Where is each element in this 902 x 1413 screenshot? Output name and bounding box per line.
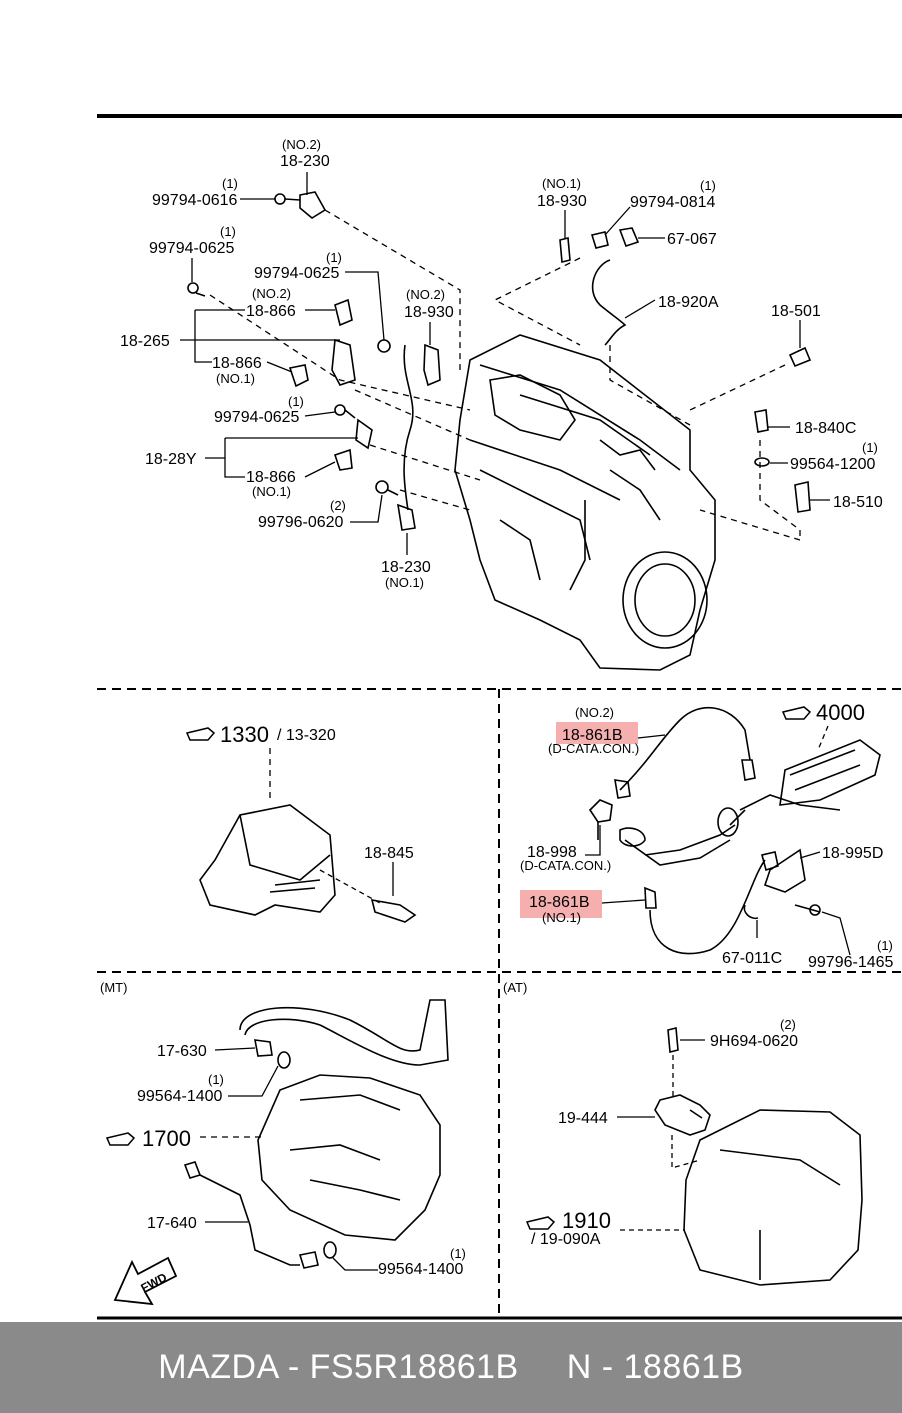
- ref-13-320: / 13-320: [277, 727, 336, 744]
- svg-text:(NO.1): (NO.1): [385, 575, 424, 590]
- label-leaders-at: [617, 1039, 705, 1118]
- svg-text:(D-CATA.CON.): (D-CATA.CON.): [548, 741, 639, 756]
- svg-text:18-230: 18-230: [381, 559, 431, 576]
- svg-text:18-510: 18-510: [833, 494, 883, 511]
- svg-text:99794-0616: 99794-0616: [152, 192, 238, 209]
- fwd-arrow-icon: [113, 1256, 178, 1306]
- svg-text:(2): (2): [780, 1017, 796, 1032]
- labels-mt: 17-630 (1) 99564-1400 17-640 (1) 99564-1…: [137, 1043, 466, 1278]
- mt-transmission-illustration: [183, 999, 449, 1269]
- footer-part-number: MAZDA - FS5R18861B: [158, 1348, 519, 1386]
- label-leaders-mid-right: [585, 734, 851, 956]
- exhaust-pipe-illustration: [624, 739, 881, 866]
- ref-1700: 1700: [142, 1126, 191, 1151]
- part-number-footer: MAZDA - FS5R18861B N - 18861B: [0, 1322, 902, 1413]
- sensor-parts-top: [187, 191, 812, 531]
- svg-text:18-930: 18-930: [404, 304, 454, 321]
- svg-text:(NO.1): (NO.1): [216, 371, 255, 386]
- svg-text:99564-1400: 99564-1400: [378, 1261, 464, 1278]
- svg-text:17-630: 17-630: [157, 1043, 207, 1060]
- svg-text:18-930: 18-930: [537, 193, 587, 210]
- svg-text:99564-1400: 99564-1400: [137, 1088, 223, 1105]
- svg-text:18-998: 18-998: [527, 844, 577, 861]
- footer-code: N - 18861B: [566, 1348, 744, 1386]
- svg-text:99796-0620: 99796-0620: [258, 514, 344, 531]
- leader-4000: [817, 725, 829, 751]
- svg-text:(1): (1): [862, 440, 878, 455]
- svg-text:18-861B: 18-861B: [562, 727, 623, 744]
- label-at: (AT): [503, 980, 527, 995]
- at-transmission-illustration: [654, 1026, 863, 1286]
- svg-text:(1): (1): [208, 1072, 224, 1087]
- svg-text:(NO.2): (NO.2): [406, 287, 445, 302]
- svg-text:9H694-0620: 9H694-0620: [710, 1033, 798, 1050]
- svg-text:(NO.1): (NO.1): [542, 910, 581, 925]
- svg-text:(D-CATA.CON.): (D-CATA.CON.): [520, 858, 611, 873]
- svg-text:18-866: 18-866: [246, 469, 296, 486]
- ref-1330: 1330: [220, 722, 269, 747]
- highlight-no1: [520, 890, 602, 918]
- svg-text:67-011C: 67-011C: [722, 950, 782, 967]
- svg-text:18-265: 18-265: [120, 333, 170, 350]
- hand-pointer-icon-4000: [781, 706, 812, 720]
- svg-text:(1): (1): [877, 938, 893, 953]
- svg-text:99794-0625: 99794-0625: [149, 240, 235, 257]
- leader-18-845: [319, 869, 381, 904]
- parts-diagram: (NO.2) 18-230 (1) 99794-0616 (1) 99794-0…: [97, 114, 902, 1320]
- svg-text:17-640: 17-640: [147, 1215, 197, 1232]
- svg-text:18-501: 18-501: [771, 303, 821, 320]
- svg-text:(1): (1): [700, 178, 716, 193]
- svg-text:18-840C: 18-840C: [795, 420, 856, 437]
- svg-text:99794-0625: 99794-0625: [254, 265, 340, 282]
- svg-text:18-861B: 18-861B: [529, 894, 590, 911]
- label-leaders-mt: [205, 1047, 378, 1271]
- hand-pointer-icon-1910: [525, 1216, 556, 1230]
- svg-text:67-067: 67-067: [667, 231, 717, 248]
- ref-4000: 4000: [816, 700, 865, 725]
- o2-sensor-parts: [588, 706, 821, 955]
- svg-text:/ 19-090A: / 19-090A: [531, 1231, 601, 1248]
- svg-text:(NO.2): (NO.2): [575, 705, 614, 720]
- svg-text:99564-1200: 99564-1200: [790, 456, 876, 473]
- labels-at: (2) 9H694-0620 19-444 1910 / 19-090A: [531, 1017, 798, 1248]
- svg-text:(2): (2): [330, 498, 346, 513]
- svg-text:(NO.2): (NO.2): [252, 286, 291, 301]
- svg-text:(1): (1): [220, 224, 236, 239]
- svg-text:19-444: 19-444: [558, 1110, 608, 1127]
- svg-text:99794-0625: 99794-0625: [214, 409, 300, 426]
- hand-pointer-icon: [185, 727, 216, 741]
- svg-text:(NO.2): (NO.2): [282, 137, 321, 152]
- labels-mid-right: (NO.2) 18-861B (D-CATA.CON.) 18-998 (D-C…: [520, 705, 894, 971]
- svg-text:(1): (1): [450, 1246, 466, 1261]
- switch-18-845: [370, 898, 417, 923]
- highlight-no2: [556, 722, 638, 744]
- svg-text:18-920A: 18-920A: [658, 294, 719, 311]
- svg-text:(NO.1): (NO.1): [252, 484, 291, 499]
- hand-pointer-icon-1700: [105, 1132, 136, 1146]
- svg-text:18-866: 18-866: [212, 355, 262, 372]
- label-mt: (MT): [100, 980, 127, 995]
- svg-text:18-230: 18-230: [280, 153, 330, 170]
- label-leaders-top: [180, 172, 830, 555]
- svg-text:99796-1465: 99796-1465: [808, 954, 894, 971]
- label-18-845: 18-845: [364, 845, 414, 862]
- svg-text:(1): (1): [288, 394, 304, 409]
- svg-text:(1): (1): [326, 250, 342, 265]
- leader-lines-top: [209, 209, 801, 541]
- svg-text:18-866: 18-866: [246, 303, 296, 320]
- svg-text:99794-0814: 99794-0814: [630, 194, 716, 211]
- leader-lines-at: [620, 1055, 701, 1231]
- svg-text:(NO.1): (NO.1): [542, 176, 581, 191]
- transaxle-housing-illustration: [199, 804, 336, 916]
- svg-text:18-28Y: 18-28Y: [145, 451, 197, 468]
- svg-text:1910: 1910: [562, 1208, 611, 1233]
- fwd-label: FWD: [138, 1270, 169, 1295]
- labels-top: (NO.2) 18-230 (1) 99794-0616 (1) 99794-0…: [120, 137, 883, 590]
- svg-text:(1): (1): [222, 176, 238, 191]
- svg-text:18-995D: 18-995D: [822, 845, 883, 862]
- engine-illustration: [454, 334, 716, 671]
